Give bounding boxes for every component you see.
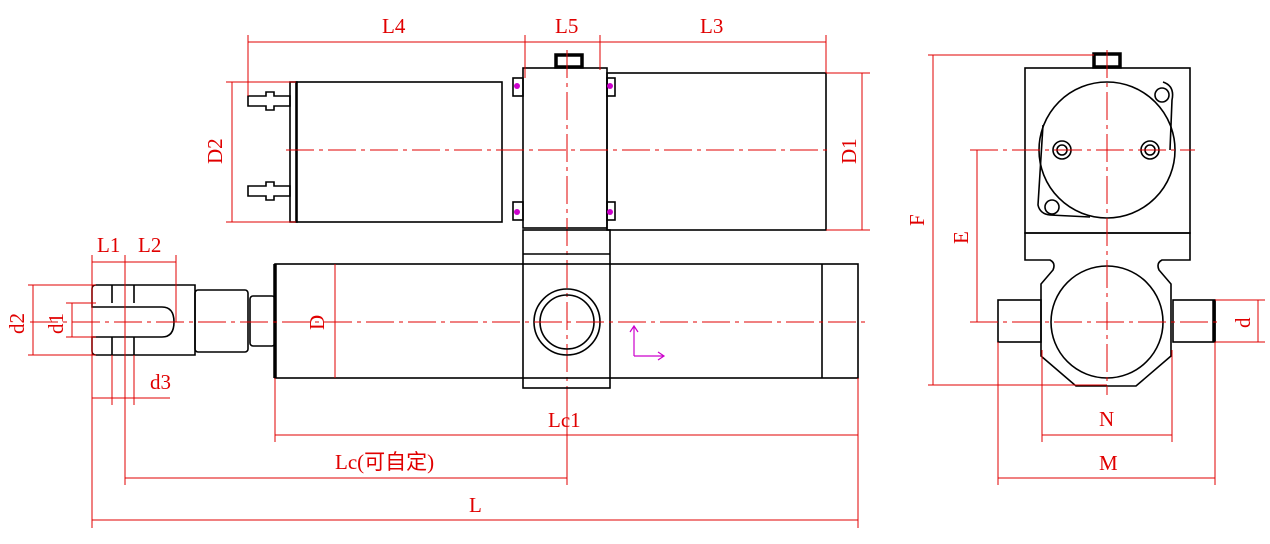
label-L3: L3 — [700, 14, 723, 38]
label-L5: L5 — [555, 14, 578, 38]
main-cylinder — [30, 229, 870, 389]
label-D: D — [305, 315, 329, 330]
axis-indicator — [629, 324, 666, 361]
label-D2: D2 — [203, 138, 227, 164]
label-L4: L4 — [382, 14, 406, 38]
label-Lc: Lc(可自定) — [335, 450, 434, 474]
label-M: M — [1099, 451, 1118, 475]
side-view — [970, 50, 1220, 395]
label-d2: d2 — [5, 313, 29, 334]
label-E: E — [949, 231, 973, 244]
label-Lc1: Lc1 — [548, 408, 581, 432]
label-L: L — [469, 493, 482, 517]
label-d: d — [1231, 317, 1255, 328]
label-d1: d1 — [44, 313, 68, 334]
label-d3: d3 — [150, 370, 171, 394]
label-L1: L1 — [97, 233, 120, 257]
label-D1: D1 — [837, 138, 861, 164]
label-F: F — [905, 214, 929, 226]
label-L2: L2 — [138, 233, 161, 257]
side-dimensions — [928, 54, 1265, 485]
upper-motor-assembly — [247, 50, 832, 395]
label-N: N — [1099, 407, 1114, 431]
front-dimensions — [28, 35, 870, 528]
